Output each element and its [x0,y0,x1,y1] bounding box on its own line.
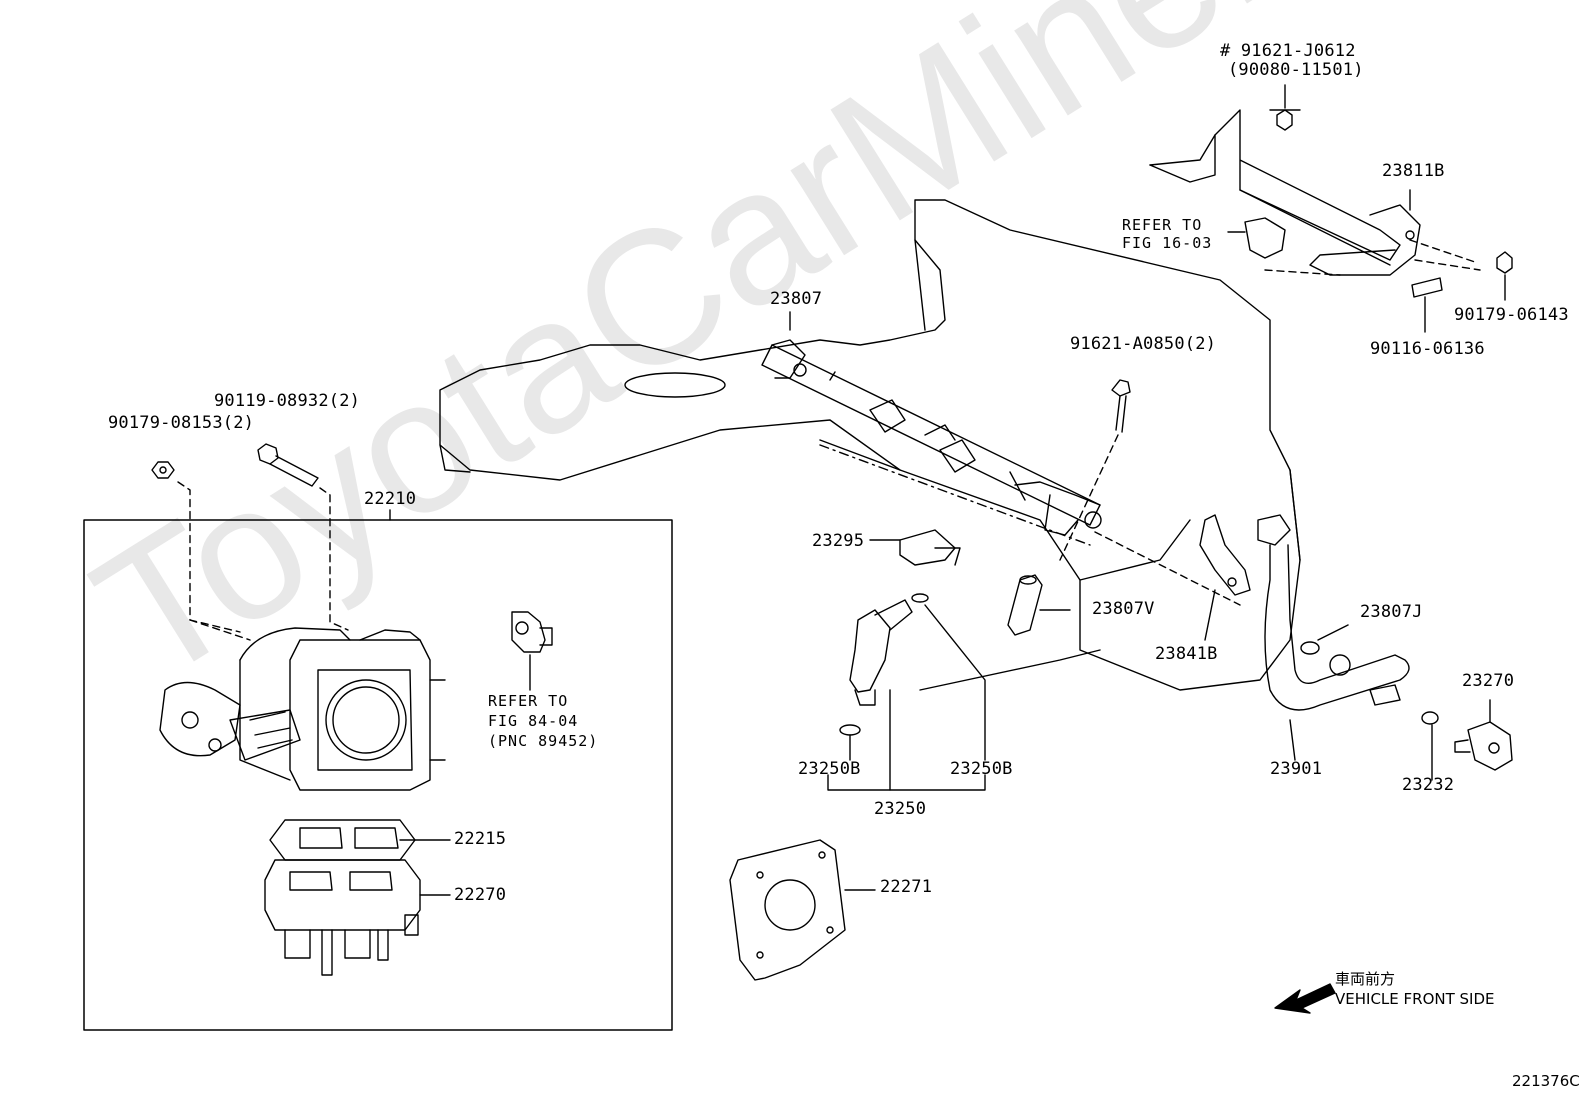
label-23295: 23295 [812,531,865,551]
label-22210: 22210 [364,489,417,509]
bolt-91621-A0850 [1111,379,1131,433]
nut-90179-06143 [1496,251,1513,301]
intake-manifold-outline [439,199,1301,691]
label-23270: 23270 [1462,671,1515,691]
nut-90179-08153 [151,461,175,479]
throttle-position-sensor [511,611,553,691]
label-fig-16-03: FIG 16-03 [1122,234,1213,252]
label-23807: 23807 [770,289,823,309]
label-23807V: 23807V [1092,599,1155,619]
union-bolt-23270 [1454,699,1513,771]
bracket-23811B [1149,109,1421,276]
label-23250B-right: 23250B [950,759,1013,779]
clamp-refer-16-03 [1227,217,1286,259]
label-90119-08932: 90119-08932(2) [214,391,361,411]
idle-air-control-22270 [264,859,451,976]
label-22215: 22215 [454,829,507,849]
label-23841B: 23841B [1155,644,1218,664]
throttle-body-22210 [159,627,446,791]
throttle-body-box [83,519,673,1031]
label-90080-11501: (90080-11501) [1228,60,1364,80]
bolt-91621-J0612 [1269,84,1301,131]
insulator-23807V [1007,574,1071,636]
gasket-22271 [729,839,876,981]
label-23811B: 23811B [1382,161,1445,181]
label-23250: 23250 [874,799,927,819]
label-22271: 22271 [880,877,933,897]
bolt-90119-08932 [257,443,319,487]
label-23232: 23232 [1402,775,1455,795]
bracket-23841B [1199,514,1251,641]
label-23901: 23901 [1270,759,1323,779]
vehicle-front-arrow-icon [1274,983,1336,1014]
stud-90116-06136 [1411,277,1443,333]
label-23250B-left: 23250B [798,759,861,779]
fuel-pipe-23901 [1257,514,1410,761]
fuel-rail-23807 [761,311,1102,536]
label-90116-06136: 90116-06136 [1370,339,1485,359]
gasket-22215 [269,819,451,861]
vehicle-front-note-jp: 車両前方 [1335,970,1396,988]
gasket-23807J [1300,624,1349,655]
label-90179-08153: 90179-08153(2) [108,413,255,433]
label-pnc-89452: (PNC 89452) [488,732,599,750]
vehicle-front-note-en: VEHICLE FRONT SIDE [1335,990,1495,1008]
label-refer-to: REFER TO [1122,216,1203,234]
label-23807J: 23807J [1360,602,1423,622]
label-91621-A0850: 91621-A0850(2) [1070,334,1217,354]
label-90179-06143: 90179-06143 [1454,305,1569,325]
label-refer-to-84: REFER TO [488,692,569,710]
clip-23295 [869,529,961,566]
injector-23250 [827,593,986,791]
diagram-id: 221376C [1512,1072,1580,1090]
gasket-23232 [1421,711,1439,781]
label-22270: 22270 [454,885,507,905]
label-fig-84-04: FIG 84-04 [488,712,579,730]
label-91621-J0612: # 91621-J0612 [1220,41,1356,61]
